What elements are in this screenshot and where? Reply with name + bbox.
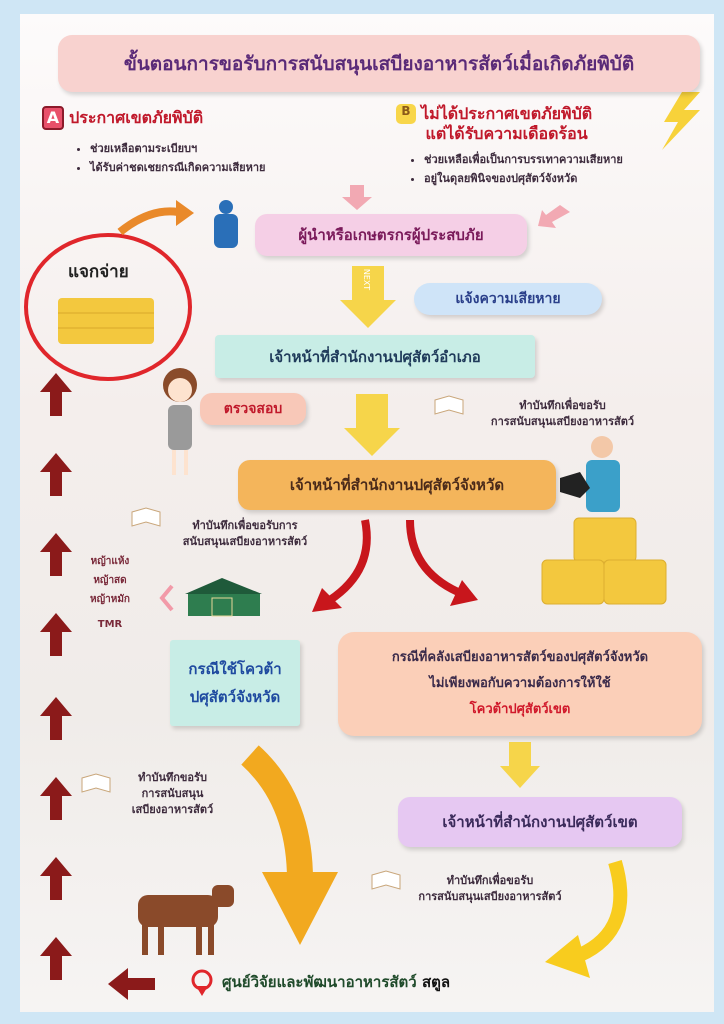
case-b-heading-1: ไม่ได้ประกาศเขตภัยพิบัติ [421,104,593,123]
arrow-up-icon [40,697,72,740]
insufficient-line: กรณีที่คลังเสบียงอาหารสัตว์ของปศุสัตว์จั… [391,650,649,665]
book-icon [81,773,111,793]
report-damage-pill: แจ้งความเสียหาย [414,283,602,315]
page-title: ขั้นตอนการขอรับการสนับสนุนเสบียงอาหารสัต… [58,35,700,92]
case-b-heading-2: แต่ได้รับความเดือดร้อน [425,124,588,143]
arrow-up-icon [40,777,72,820]
memo-note-text: เสบียงอาหารสัตว์ [131,803,214,816]
arrow-up-icon [40,373,72,416]
memo-note-text: ทำบันทึกเพื่อขอรับ [519,399,606,412]
arrow-up-icon [40,937,72,980]
province-officer-box: เจ้าหน้าที่สำนักงานปศุสัตว์จังหวัด [238,460,556,510]
memo-note-text: การสนับสนุนเสบียงอาหารสัตว์ [418,890,562,903]
province-quota-line: ปศุสัตว์จังหวัด [189,688,281,706]
officer-woman-icon [163,368,197,475]
hay-bale-icon [58,298,154,344]
pink-arrow-icon [342,185,372,210]
memo-note-text: การสนับสนุน [141,787,204,800]
inspect-box: ตรวจสอบ [200,393,306,425]
chevron-left-icon [159,584,174,612]
case-a-bullet: ได้รับค่าชดเชยกรณีเกิดความเสียหาย [90,158,265,177]
book-icons [81,395,464,890]
farmer-icon [214,200,238,248]
case-b: B ไม่ได้ประกาศเขตภัยพิบัติ แต่ได้รับความ… [396,104,623,188]
region-officer-box: เจ้าหน้าที่สำนักงานปศุสัตว์เขต [398,797,682,847]
case-a-bullet: ช่วยเหลือตามระเบียบฯ [90,139,265,158]
lightning-icon [662,92,700,150]
next-arrow-1 [340,266,396,328]
cow-icon [138,885,234,955]
center-location: สตูล [421,973,451,991]
center-label: ศูนย์วิจัยและพัฒนาอาหารสัตว์ สตูล [222,970,450,994]
red-curve-arrow-right [406,519,460,596]
red-curve-arrow-left [327,519,371,604]
insufficient-line: ไม่เพียงพอกับความต้องการให้ใช้ [429,676,611,691]
center-name: ศูนย์วิจัยและพัฒนาอาหารสัตว์ [222,973,417,991]
orange-curve-arrow [117,207,179,236]
insufficient-box: กรณีที่คลังเสบียงอาหารสัตว์ของปศุสัตว์จั… [338,632,702,736]
arrow-up-icon [40,533,72,576]
badge-b: B [396,104,416,124]
case-b-bullet: อยู่ในดุลยพินิจของปศุสัตว์จังหวัด [424,169,623,188]
arrow-up-icon [40,857,72,900]
memo-note-text: การสนับสนุนเสบียงอาหารสัตว์ [490,415,635,428]
distribute-circle [24,233,192,381]
barn-icon [185,578,262,617]
badge-a: A [42,106,64,130]
feed-type: หญ้าแห้ง [90,556,130,567]
arrow-up-icon [40,453,72,496]
big-orange-arrow [241,745,313,881]
arrow-left-icon [108,968,155,1000]
arrow-up-icon [40,613,72,656]
yellow-curve-arrow [576,860,628,962]
memo-note-text: ทำบันทึกขอรับ [138,771,207,784]
case-b-bullet: ช่วยเหลือเพื่อเป็นการบรรเทาความเสียหาย [424,150,623,169]
book-icon [131,507,161,527]
province-quota-box: กรณีใช้โควต้า ปศุสัตว์จังหวัด [170,640,300,726]
officer-man-icon [560,436,620,512]
next-label: NEXT [362,268,372,291]
memo-note-text: สนับสนุนเสบียงอาหารสัตว์ [182,535,308,548]
location-pin-icon [191,969,213,996]
distribute-label: แจกจ่าย [68,262,129,282]
province-quota-line: กรณีใช้โควต้า [188,660,282,678]
memo-note-text: ทำบันทึกเพื่อขอรับ [446,874,534,887]
pink-arrow-icon [538,205,570,228]
book-icon [434,395,464,415]
hay-stack-icon [541,517,667,605]
next-arrow-2 [344,394,400,456]
book-icon [371,870,401,890]
report-damage-label: แจ้งความเสียหาย [455,291,561,307]
next-arrow-3 [500,742,540,788]
feed-type: หญ้าหมัก [90,594,130,605]
feed-type: TMR [97,619,123,630]
district-officer-box: เจ้าหน้าที่สำนักงานปศุสัตว์อำเภอ [215,335,535,378]
case-a: A ประกาศเขตภัยพิบัติ ช่วยเหลือตามระเบียบ… [42,106,265,177]
insufficient-line: โควต้าปศุสัตว์เขต [469,702,571,717]
farmer-box: ผู้นำหรือเกษตรกรผู้ประสบภัย [255,214,527,256]
up-arrows [40,373,155,1000]
feed-type: หญ้าสด [93,575,127,586]
case-a-heading: ประกาศเขตภัยพิบัติ [69,108,204,127]
memo-note-text: ทำบันทึกเพื่อขอรับการ [192,519,298,532]
